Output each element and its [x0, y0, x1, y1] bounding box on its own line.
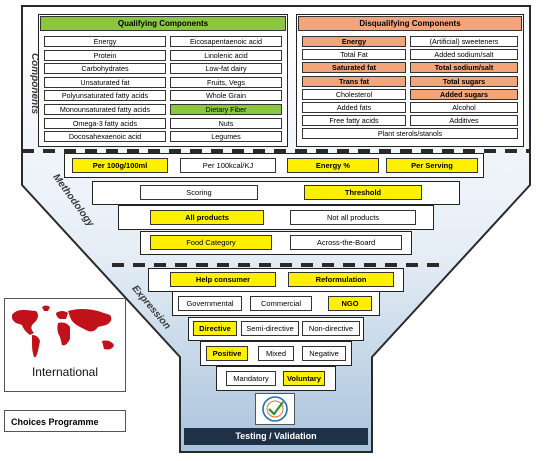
disqualifying-right-item: Additives [410, 115, 518, 127]
qualifying-right-item: Whole Grain [170, 90, 282, 102]
disqualifying-right-item: Total sodium/salt [410, 62, 518, 74]
qualifying-right-item: Fruits, Vegs [170, 76, 282, 88]
mandate-mandatory: Mandatory [226, 371, 276, 386]
tone-positive: Positive [206, 346, 248, 361]
disqualifying-left-item: Cholesterol [302, 88, 406, 100]
unit-energy-percent: Energy % [287, 158, 379, 173]
international-map-panel: International [4, 298, 126, 392]
qualifying-header: Qualifying Components [40, 16, 286, 31]
products-all: All products [150, 210, 264, 225]
check-seal-icon [262, 396, 288, 422]
mandate-voluntary: Voluntary [283, 371, 325, 386]
qualifying-right-item: Linolenic acid [170, 49, 282, 61]
purpose-reformulation: Reformulation [288, 272, 394, 287]
approach-threshold: Threshold [304, 185, 422, 200]
qualifying-right-item: Dietary Fiber [170, 104, 282, 115]
disqualifying-left-item: Free fatty acids [302, 115, 406, 127]
purpose-help-consumer: Help consumer [170, 272, 276, 287]
tone-negative: Negative [302, 346, 346, 361]
qualifying-left-item: Energy [44, 36, 166, 47]
category-across-board: Across-the-Board [290, 235, 402, 250]
owner-ngo: NGO [328, 296, 372, 311]
disqualifying-right-item: (Artificial) sweeteners [410, 36, 518, 47]
qualifying-left-item: Polyunsaturated fatty acids [44, 90, 166, 102]
disqualifying-left-item: Energy [302, 36, 406, 47]
disqualifying-header: Disqualifying Components [298, 16, 522, 31]
products-not-all: Not all products [290, 210, 416, 225]
disqualifying-right-item: Added sugars [410, 88, 518, 100]
disqualifying-left-item: Trans fat [302, 75, 406, 87]
testing-validation-bar: Testing / Validation [184, 428, 368, 445]
tone-mixed: Mixed [258, 346, 294, 361]
qualifying-right-item: Low-fat dairy [170, 63, 282, 75]
qualifying-left-item: Monounsaturated fatty acids [44, 104, 166, 115]
healthy-choice-logo [255, 393, 295, 425]
category-food: Food Category [150, 235, 272, 250]
qualifying-left-item: Omega-3 fatty acids [44, 117, 166, 129]
approach-scoring: Scoring [140, 185, 258, 200]
owner-commercial: Commercial [250, 296, 312, 311]
disqualifying-item-plant-sterols: Plant sterols/stanols [302, 128, 518, 139]
disqualifying-left-item: Added fats [302, 102, 406, 113]
disqualifying-right-item: Total sugars [410, 75, 518, 87]
qualifying-right-item: Eicosapentaenoic acid [170, 36, 282, 47]
directive-semi: Semi-directive [241, 321, 299, 336]
qualifying-left-item: Docosahexaenoic acid [44, 131, 166, 143]
disqualifying-right-item: Added sodium/salt [410, 49, 518, 61]
qualifying-left-item: Unsaturated fat [44, 76, 166, 88]
qualifying-left-item: Protein [44, 49, 166, 61]
owner-governmental: Governmental [178, 296, 242, 311]
unit-per-100kcal: Per 100kcal/KJ [180, 158, 276, 173]
choices-programme-label: Choices Programme [4, 410, 126, 432]
international-label: International [31, 365, 99, 379]
qualifying-right-item: Legumes [170, 131, 282, 143]
disqualifying-left-item: Total Fat [302, 49, 406, 61]
qualifying-left-item: Carbohydrates [44, 63, 166, 75]
qualifying-right-item: Nuts [170, 117, 282, 129]
unit-per-100g: Per 100g/100ml [72, 158, 168, 173]
directive-directive: Directive [193, 321, 237, 336]
disqualifying-left-item: Saturated fat [302, 62, 406, 74]
disqualifying-right-item: Alcohol [410, 102, 518, 113]
world-map-icon [11, 305, 114, 358]
directive-non: Non-directive [302, 321, 360, 336]
unit-per-serving: Per Serving [386, 158, 478, 173]
